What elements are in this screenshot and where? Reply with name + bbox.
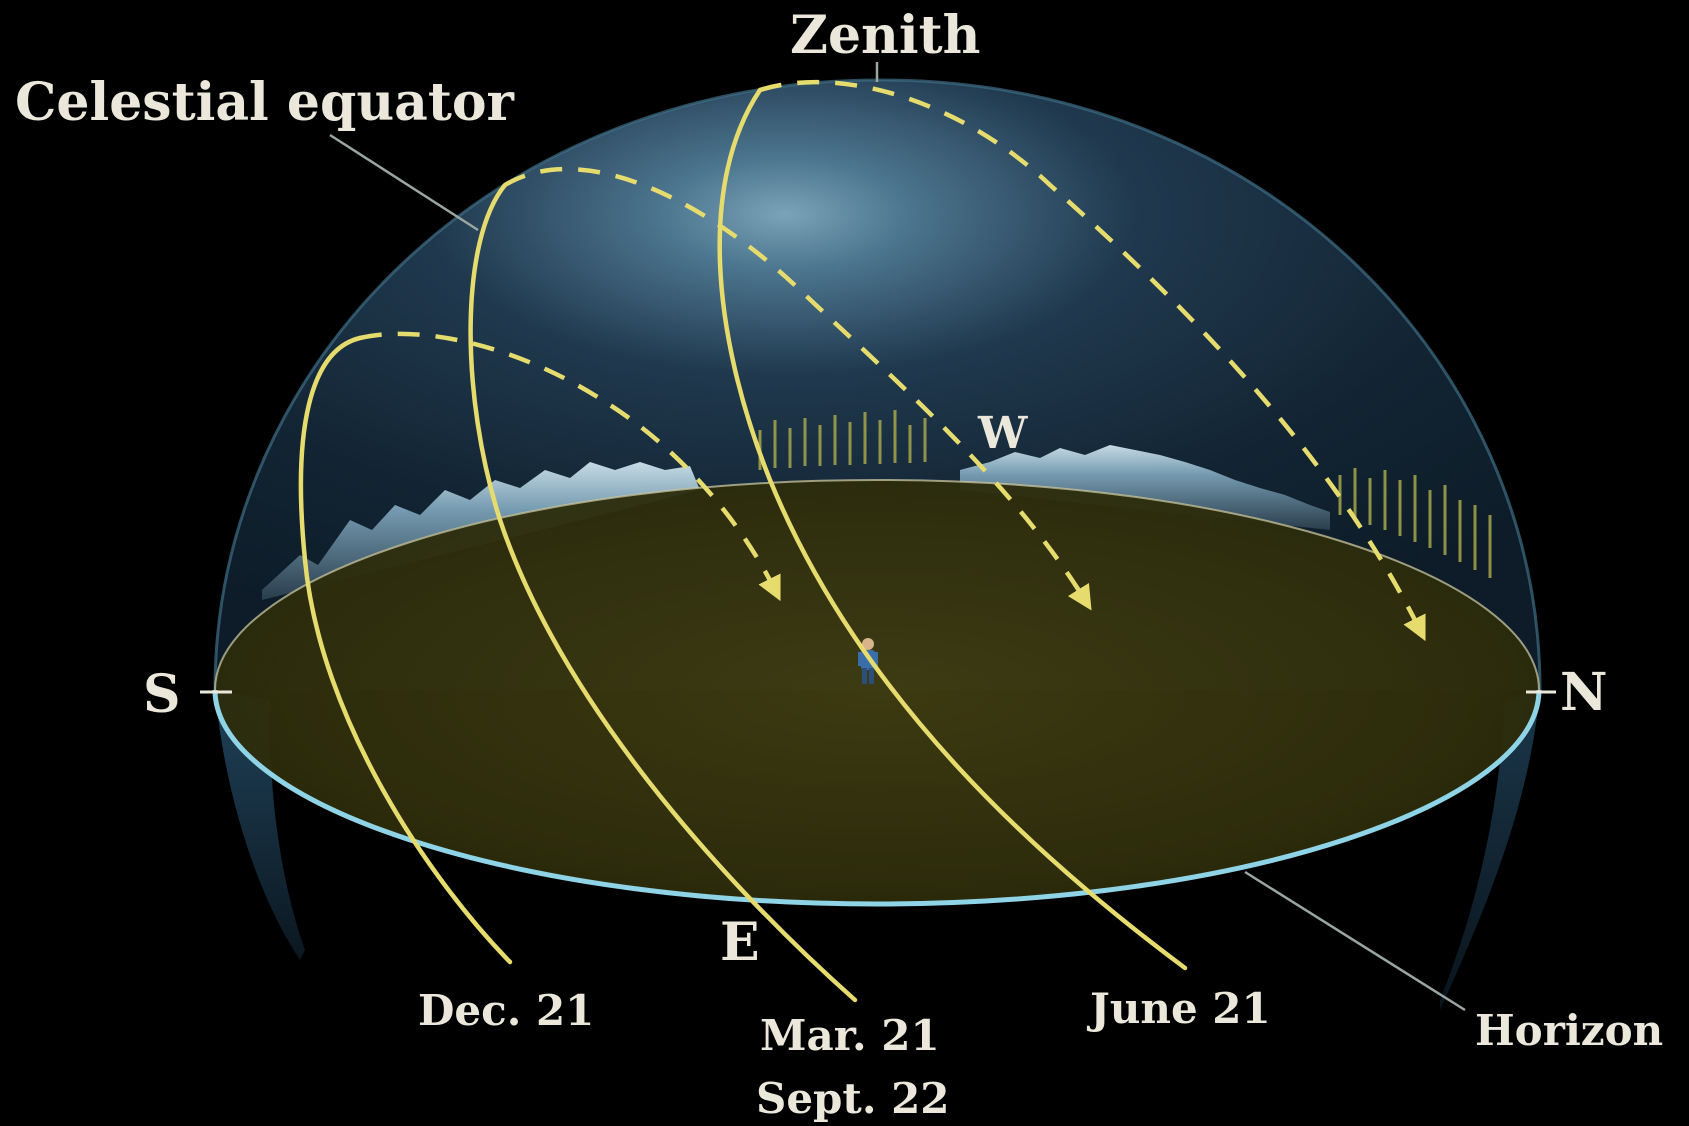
east-label: E: [720, 912, 760, 973]
mar21-label: Mar. 21: [760, 1011, 940, 1060]
horizon-leader: [1244, 870, 1466, 1012]
dome-lower-shell-right: [1440, 690, 1540, 1010]
south-label: S: [143, 664, 181, 725]
dome-edge-highlight: [213, 78, 1542, 691]
sun-path-dec21: [298, 331, 781, 965]
dec21-label: Dec. 21: [418, 986, 594, 1035]
horizon-label: Horizon: [1475, 1006, 1663, 1055]
dome-lower-shell: [215, 690, 305, 960]
north-label: N: [1560, 662, 1608, 723]
celestial-equator-label: Celestial equator: [15, 72, 515, 133]
celestial-equator-leader: [329, 133, 479, 232]
zenith-label: Zenith: [790, 5, 980, 66]
west-label: W: [977, 408, 1028, 459]
sun-path-june21: [717, 79, 1426, 971]
horizon-ring: [212, 689, 1542, 907]
horizon-plane: [200, 478, 1556, 907]
leader-lines: [329, 62, 1466, 1012]
june21-label: June 21: [1086, 984, 1271, 1033]
sept22-label: Sept. 22: [756, 1074, 950, 1123]
sun-path-equinox: [468, 166, 1092, 1003]
